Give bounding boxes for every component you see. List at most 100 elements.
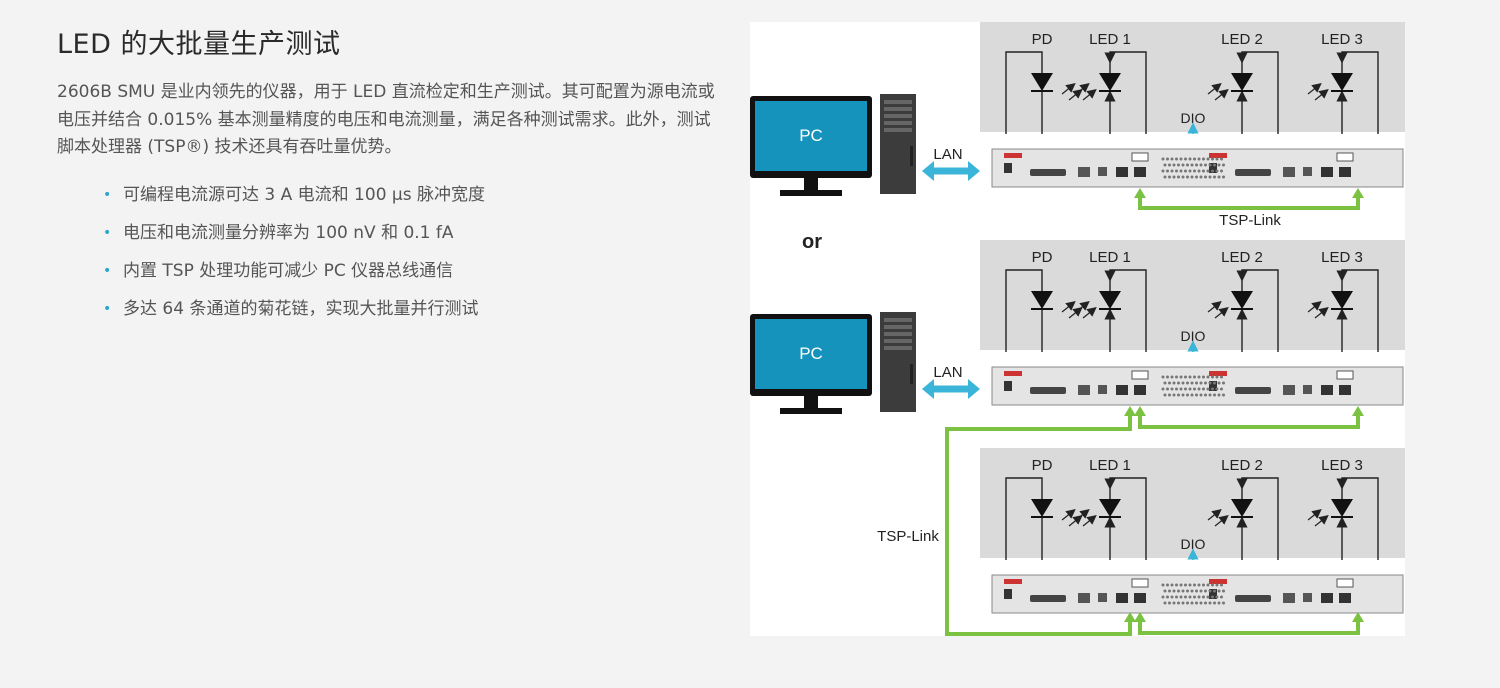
vent-hole: [1208, 589, 1212, 593]
tsp-link-port-icon: [1116, 385, 1128, 395]
monitor-base: [780, 408, 842, 414]
vent-hole: [1168, 163, 1171, 167]
status-led: [1004, 371, 1022, 376]
bullet-icon: •: [103, 262, 112, 279]
connector-icon: [1030, 595, 1066, 602]
vent-hole: [1163, 381, 1167, 385]
vent-hole: [1222, 381, 1225, 385]
vent-hole: [1206, 387, 1210, 391]
device-label: LED 1: [1089, 249, 1131, 266]
vent-hole: [1186, 175, 1189, 179]
vent-hole: [1215, 375, 1219, 379]
status-led: [1004, 153, 1022, 158]
power-switch-icon: [1004, 163, 1012, 173]
vent-hole: [1202, 375, 1205, 379]
vent-hole: [1215, 387, 1219, 391]
light-ray-icon: [1075, 301, 1090, 313]
vent-hole: [1188, 387, 1192, 391]
vent-hole: [1213, 589, 1216, 593]
list-item: •电压和电流测量分辨率为 100 nV 和 0.1 fA: [103, 220, 727, 258]
power-switch-icon: [1004, 589, 1012, 599]
status-led: [1209, 153, 1227, 158]
bullet-icon: •: [103, 300, 112, 317]
vent-hole: [1170, 387, 1174, 391]
vent-hole: [1213, 601, 1216, 605]
vent-hole: [1181, 175, 1185, 179]
tsp-link-port-icon: [1321, 167, 1333, 177]
vent-hole: [1161, 387, 1165, 391]
lan-arrowhead: [922, 379, 934, 399]
vent-hole: [1197, 595, 1201, 599]
light-ray-icon: [1214, 89, 1229, 101]
vent-hole: [1202, 583, 1205, 587]
vent-hole: [1177, 601, 1180, 605]
vent-hole: [1163, 163, 1167, 167]
smu-instrument: [991, 148, 1404, 188]
vent-hole: [1181, 589, 1185, 593]
smu-rack-1: [991, 148, 1404, 188]
lan-label: LAN: [933, 146, 962, 163]
bullet-icon: •: [103, 186, 112, 203]
tsp-link-middle: TSP-Link: [877, 406, 1364, 636]
tsp-arrowhead: [1134, 188, 1146, 198]
tsp-link-cable: [945, 412, 1132, 636]
port-icon: [1078, 593, 1090, 603]
vent-hole: [1195, 175, 1198, 179]
port-icon: [1303, 385, 1312, 394]
vent-hole: [1195, 601, 1198, 605]
device-label: LED 1: [1089, 31, 1131, 48]
tsp-link-label: TSP-Link: [877, 528, 939, 545]
vent-hole: [1181, 393, 1185, 397]
vent-hole: [1179, 375, 1183, 379]
pd-diode-icon: [1031, 291, 1053, 309]
drive-bay: [884, 346, 912, 350]
vent-hole: [1188, 157, 1192, 161]
light-ray-icon: [1207, 301, 1222, 313]
vent-hole: [1211, 375, 1214, 379]
vent-hole: [1222, 589, 1225, 593]
vent-hole: [1199, 381, 1203, 385]
led-diode-icon: [1331, 499, 1353, 517]
light-ray-icon: [1061, 301, 1076, 313]
device-label: PD: [1032, 31, 1053, 48]
vent-hole: [1208, 601, 1212, 605]
vent-hole: [1186, 393, 1189, 397]
vent-grille: [1161, 583, 1225, 605]
vent-hole: [1195, 381, 1198, 385]
vent-hole: [1215, 583, 1219, 587]
vent-hole: [1163, 601, 1167, 605]
vent-hole: [1168, 393, 1171, 397]
vent-hole: [1184, 375, 1187, 379]
vent-hole: [1217, 163, 1221, 167]
wire: [1005, 477, 1043, 560]
vent-hole: [1199, 393, 1203, 397]
light-ray-icon: [1207, 83, 1222, 95]
vent-hole: [1197, 387, 1201, 391]
tsp-link-cable: [1138, 618, 1360, 635]
vent-hole: [1163, 589, 1167, 593]
vent-hole: [1161, 583, 1165, 587]
vent-hole: [1170, 169, 1174, 173]
led-diode-icon: [1099, 73, 1121, 91]
vent-hole: [1168, 589, 1171, 593]
light-ray-icon: [1214, 515, 1229, 527]
light-ray-icon: [1082, 89, 1097, 101]
device-label: PD: [1032, 249, 1053, 266]
vent-hole: [1199, 163, 1203, 167]
status-led: [1004, 579, 1022, 584]
vent-hole: [1161, 595, 1165, 599]
vent-hole: [1211, 387, 1214, 391]
vent-hole: [1220, 387, 1223, 391]
vent-hole: [1163, 393, 1167, 397]
list-item: •内置 TSP 处理功能可减少 PC 仪器总线通信: [103, 258, 727, 296]
feature-text: 可编程电流源可达 3 A 电流和 100 µs 脉冲宽度: [123, 184, 485, 205]
intro-paragraph: 2606B SMU 是业内领先的仪器，用于 LED 直流检定和生产测试。其可配置…: [57, 82, 715, 157]
vent-hole: [1206, 169, 1210, 173]
vent-hole: [1197, 375, 1201, 379]
vent-hole: [1206, 583, 1210, 587]
light-ray-icon: [1214, 307, 1229, 319]
drive-bay: [884, 107, 912, 111]
vent-hole: [1172, 393, 1176, 397]
device-label: LED 3: [1321, 31, 1363, 48]
